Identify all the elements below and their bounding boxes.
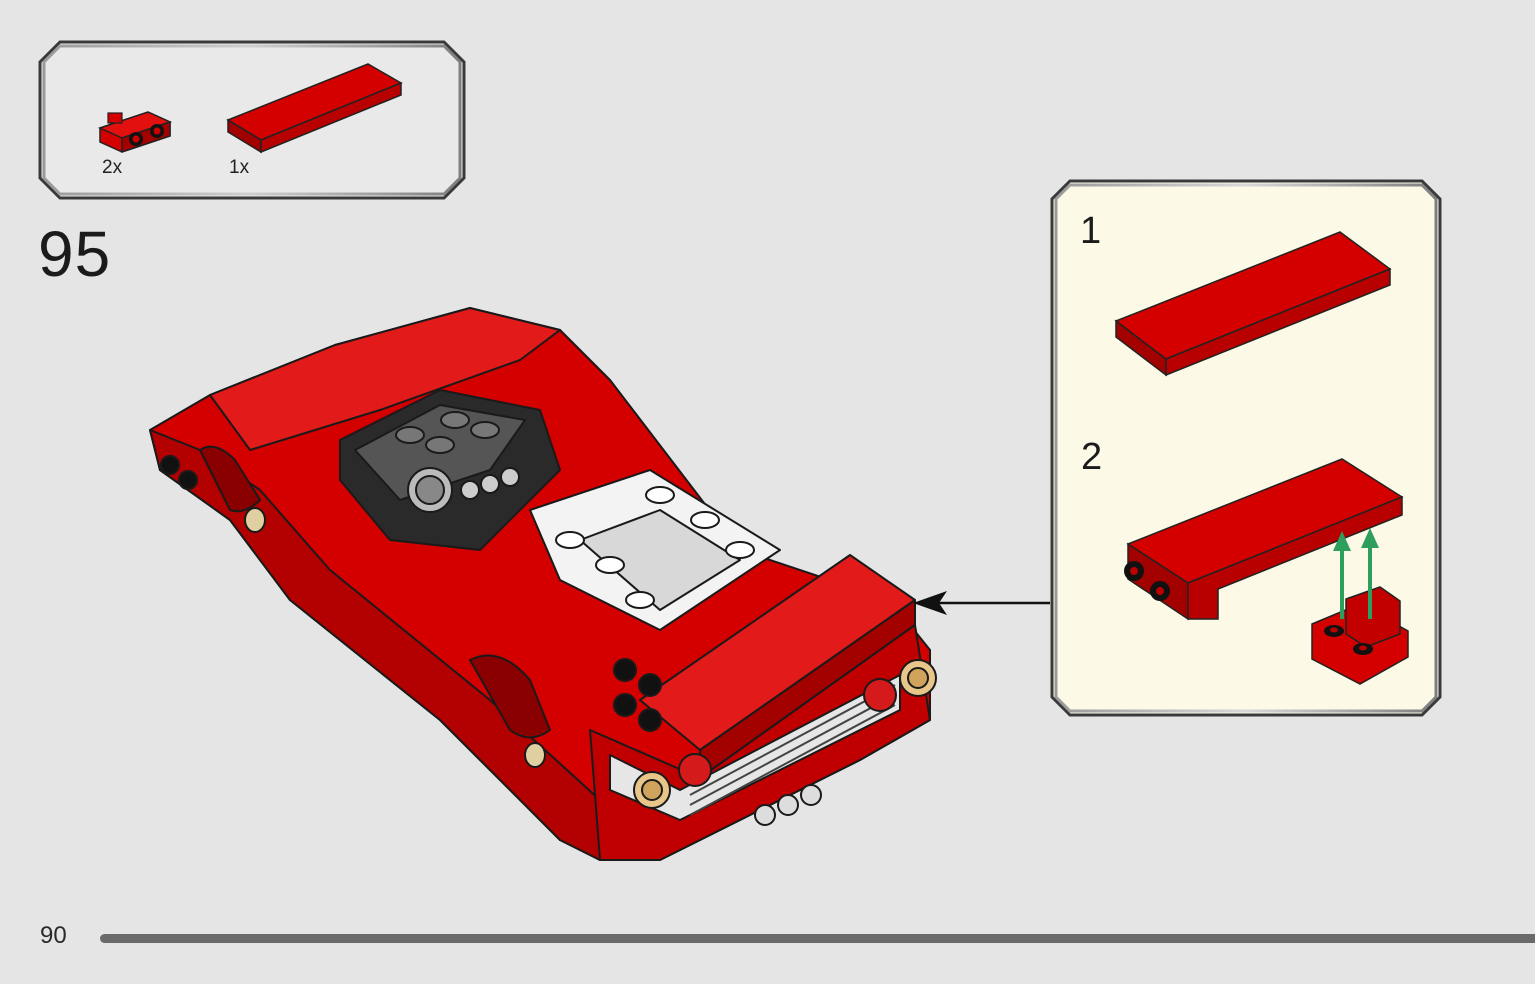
sub-step-number-1: 1 xyxy=(1080,210,1102,252)
parts-callout xyxy=(38,40,466,200)
red-tile-2x6-icon xyxy=(226,63,403,154)
car-model-illustration xyxy=(149,307,937,861)
sub-step-number-2: 2 xyxy=(1081,436,1103,478)
red-bracket-1x2-icon xyxy=(97,111,173,154)
sub-assembly-callout xyxy=(1050,179,1442,717)
tile-with-brackets-icon xyxy=(1124,458,1409,685)
page-number: 90 xyxy=(40,922,67,949)
step-number: 95 xyxy=(38,218,112,290)
assembly-arrow-icon xyxy=(913,591,1050,615)
progress-bar xyxy=(100,934,1535,943)
part-quantity-bracket: 2x xyxy=(102,157,123,178)
red-tile-icon xyxy=(1114,231,1392,377)
part-quantity-tile: 1x xyxy=(229,157,250,178)
